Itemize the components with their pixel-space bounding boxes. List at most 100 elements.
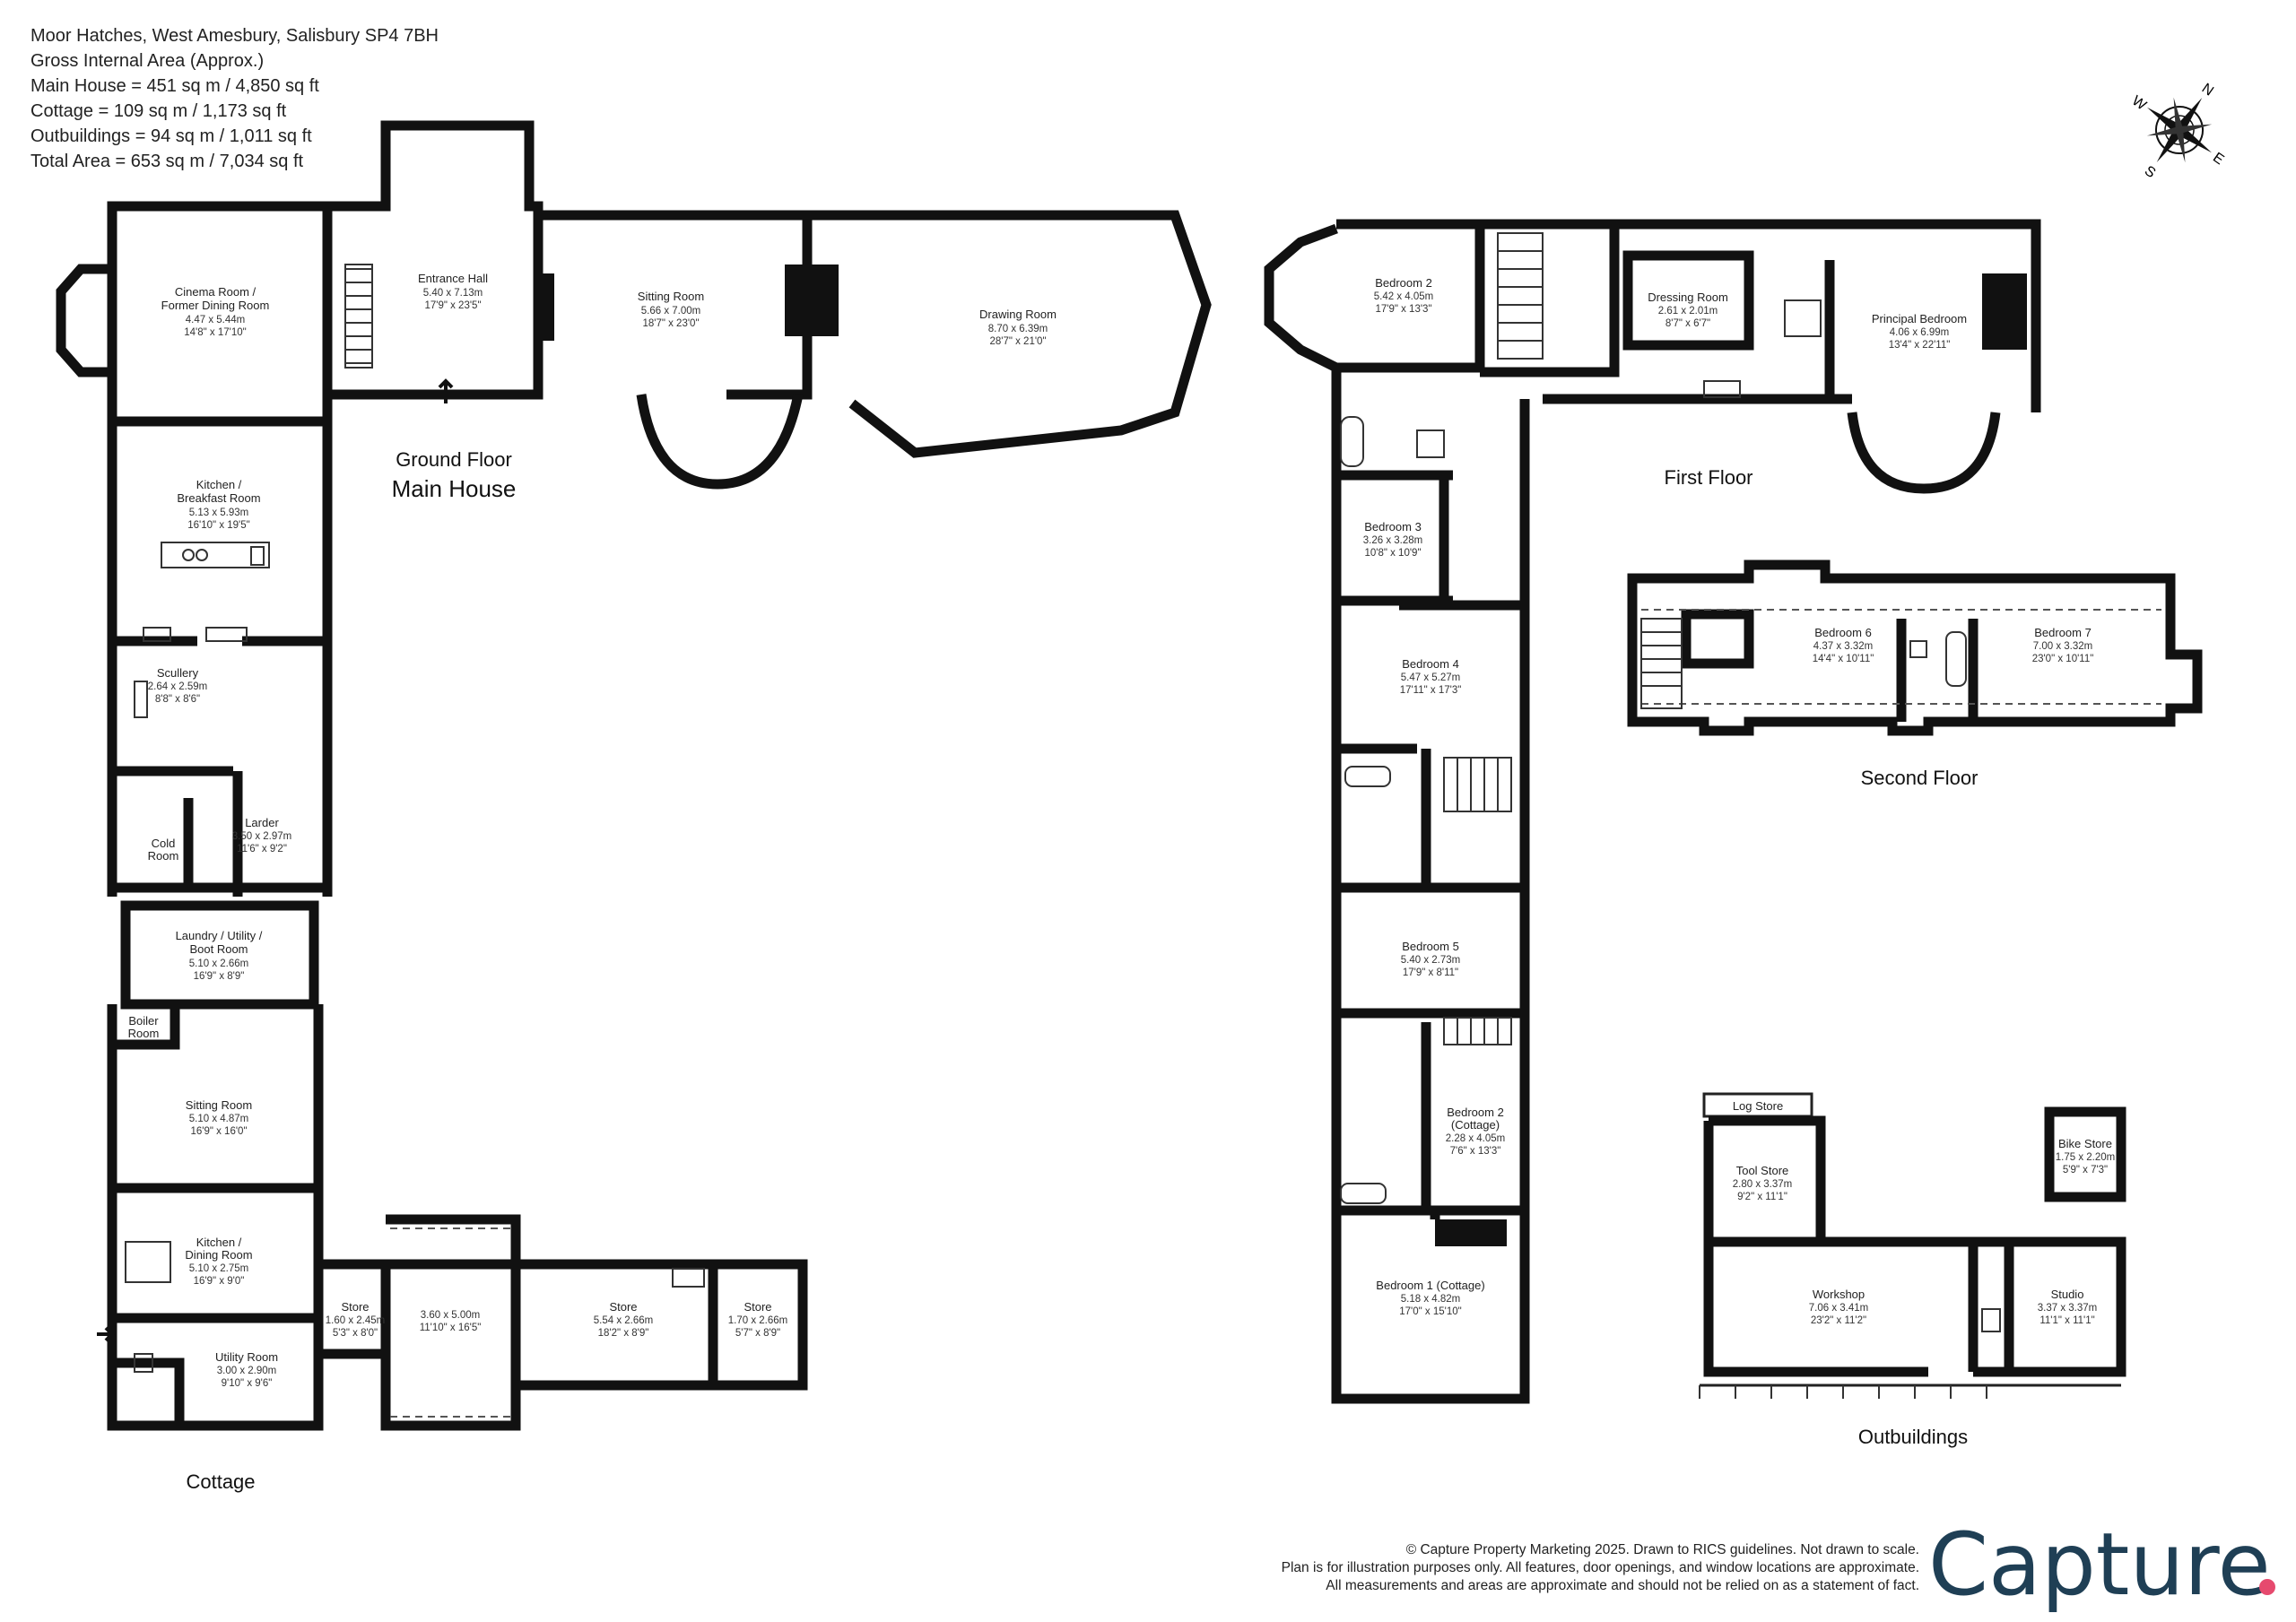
first-floor-plan — [1264, 219, 2041, 1404]
room-dimensions: 10'8" x 10'9" — [1364, 548, 1421, 559]
room-name: Boot Room — [189, 942, 248, 956]
room-dimensions: 5.40 x 2.73m — [1401, 955, 1460, 966]
room-name: Store — [744, 1300, 771, 1314]
room-bedroom-3: Bedroom 3 3.26 x 3.28m 10'8" x 10'9" — [1363, 520, 1422, 559]
room-dimensions: 11'10" x 16'5" — [420, 1323, 482, 1333]
room-name: Kitchen / — [196, 478, 242, 491]
room-dimensions: 17'0" x 15'10" — [1399, 1306, 1461, 1317]
room-name: Utility Room — [215, 1350, 278, 1364]
room-bike-store: Bike Store 1.75 x 2.20m 5'9" x 7'3" — [2056, 1137, 2115, 1175]
room-dimensions: 5.13 x 5.93m — [189, 507, 248, 518]
ground-floor-plan — [56, 120, 1212, 1431]
room-dimensions: 7.06 x 3.41m — [1809, 1303, 1868, 1314]
room-bedroom-4: Bedroom 4 5.47 x 5.27m 17'11" x 17'3" — [1400, 657, 1462, 696]
room-name: Bedroom 3 — [1364, 520, 1422, 533]
room-dimensions: 18'2" x 8'9" — [598, 1328, 649, 1339]
room-laundry: Laundry / Utility / Boot Room 5.10 x 2.6… — [176, 929, 263, 982]
room-name: Store — [341, 1300, 369, 1314]
room-dimensions: 16'10" x 19'5" — [187, 520, 249, 531]
room-name: Cinema Room / — [175, 285, 257, 299]
room-dimensions: 9'2" x 11'1" — [1737, 1192, 1787, 1202]
room-dimensions: 14'8" x 17'10" — [184, 327, 246, 338]
room-name: Bedroom 2 — [1447, 1106, 1504, 1119]
room-dimensions: 4.06 x 6.99m — [1890, 327, 1949, 338]
room-dimensions: 8.70 x 6.39m — [988, 324, 1048, 334]
room-scullery: Scullery 2.64 x 2.59m 8'8" x 8'6" — [148, 666, 207, 705]
room-dimensions: 5.47 x 5.27m — [1401, 672, 1460, 683]
room-dimensions: 13'4" x 22'11" — [1889, 340, 1951, 351]
room-log-store: Log Store — [1733, 1099, 1783, 1113]
ground-floor-label: Ground Floor — [396, 448, 512, 471]
room-dimensions: 7'6" x 13'3" — [1450, 1146, 1501, 1157]
room-name: Bedroom 1 (Cottage) — [1376, 1279, 1484, 1292]
room-studio: Studio 3.37 x 3.37m 11'1" x 11'1" — [2038, 1288, 2097, 1326]
compass-e: E — [2210, 150, 2226, 168]
room-dimensions: 5.54 x 2.66m — [594, 1315, 653, 1326]
room-entrance-hall: Entrance Hall 5.40 x 7.13m 17'9" x 23'5" — [418, 272, 488, 311]
room-principal-bedroom: Principal Bedroom 4.06 x 6.99m 13'4" x 2… — [1872, 312, 1967, 351]
room-dimensions: 2.80 x 3.37m — [1733, 1179, 1792, 1190]
room-name: Room — [128, 1027, 160, 1040]
compass-rose-icon: N E S W — [2129, 81, 2227, 181]
room-dimensions: 5.42 x 4.05m — [1374, 291, 1433, 302]
room-name: Former Dining Room — [161, 299, 270, 312]
room-dimensions: 7.00 x 3.32m — [2033, 641, 2092, 652]
room-name: Laundry / Utility / — [176, 929, 263, 942]
room-name: Sitting Room — [186, 1098, 252, 1112]
compass-s: S — [2142, 163, 2158, 181]
room-name: Larder — [245, 816, 279, 829]
room-kitchen-breakfast: Kitchen / Breakfast Room 5.13 x 5.93m 16… — [177, 478, 260, 531]
room-dimensions: 1.75 x 2.20m — [2056, 1152, 2115, 1163]
room-name: Bedroom 2 — [1375, 276, 1432, 290]
room-workshop: Workshop 7.06 x 3.41m 23'2" x 11'2" — [1809, 1288, 1868, 1326]
disclaimer-line-1: © Capture Property Marketing 2025. Drawn… — [1406, 1542, 1919, 1557]
room-dimensions: 5'3" x 8'0" — [333, 1328, 378, 1339]
room-dimensions: 28'7" x 21'0" — [989, 336, 1046, 347]
room-store-b: Store 5.54 x 2.66m 18'2" x 8'9" — [594, 1300, 653, 1339]
room-bedroom-6: Bedroom 6 4.37 x 3.32m 14'4" x 10'11" — [1813, 626, 1874, 664]
main-house-label: Main House — [392, 475, 517, 502]
second-floor-plan — [1627, 559, 2203, 736]
capture-logo: Capture — [1928, 1514, 2275, 1615]
room-dimensions: 2.28 x 4.05m — [1446, 1133, 1505, 1144]
room-dimensions: 4.37 x 3.32m — [1813, 641, 1873, 652]
room-dimensions: 11'1" x 11'1" — [2039, 1315, 2094, 1326]
room-dimensions: 17'11" x 17'3" — [1400, 685, 1462, 696]
room-dressing: Dressing Room 2.61 x 2.01m 8'7" x 6'7" — [1648, 291, 1728, 329]
room-dimensions: 3.37 x 3.37m — [2038, 1303, 2097, 1314]
room-bedroom-7: Bedroom 7 7.00 x 3.32m 23'0" x 10'11" — [2032, 626, 2094, 664]
room-name: Entrance Hall — [418, 272, 488, 285]
room-name: Room — [148, 849, 179, 863]
cottage-label: Cottage — [186, 1470, 255, 1493]
room-bedroom-5: Bedroom 5 5.40 x 2.73m 17'9" x 8'11" — [1401, 940, 1460, 978]
room-dimensions: 5.10 x 2.75m — [189, 1263, 248, 1274]
room-sitting-main: Sitting Room 5.66 x 7.00m 18'7" x 23'0" — [638, 290, 704, 329]
room-name: Cold — [152, 837, 176, 850]
room-name: (Cottage) — [1451, 1118, 1500, 1132]
room-tool-store: Tool Store 2.80 x 3.37m 9'2" x 11'1" — [1733, 1164, 1792, 1202]
room-dimensions: 16'9" x 9'0" — [194, 1276, 245, 1287]
logo-dot-icon — [2259, 1579, 2275, 1595]
room-dimensions: 3.00 x 2.90m — [217, 1366, 276, 1376]
room-dimensions: 1.60 x 2.45m — [326, 1315, 385, 1326]
room-drawing: Drawing Room 8.70 x 6.39m 28'7" x 21'0" — [979, 308, 1057, 347]
room-name: Drawing Room — [979, 308, 1057, 321]
room-dimensions: 2.61 x 2.01m — [1658, 306, 1718, 317]
room-cinema: Cinema Room / Former Dining Room 4.47 x … — [161, 285, 270, 338]
room-dimensions: 1.70 x 2.66m — [728, 1315, 787, 1326]
room-dimensions: 17'9" x 23'5" — [424, 300, 481, 311]
room-name: Dining Room — [185, 1248, 252, 1262]
area-title: Gross Internal Area (Approx.) — [30, 51, 264, 71]
main-house-area: Main House = 451 sq m / 4,850 sq ft — [30, 76, 319, 96]
room-dimensions: 16'9" x 8'9" — [194, 971, 245, 982]
outbuildings-area: Outbuildings = 94 sq m / 1,011 sq ft — [30, 126, 312, 146]
room-dimensions: 5.10 x 4.87m — [189, 1114, 248, 1124]
room-dimensions: 5.66 x 7.00m — [641, 306, 700, 317]
room-dimensions: 5.18 x 4.82m — [1401, 1294, 1460, 1305]
room-bedroom-2: Bedroom 2 5.42 x 4.05m 17'9" x 13'3" — [1374, 276, 1433, 315]
property-address: Moor Hatches, West Amesbury, Salisbury S… — [30, 26, 439, 46]
room-name: Boiler — [128, 1014, 159, 1028]
logo-text: Capture — [1928, 1514, 2271, 1615]
room-kitchen-dining: Kitchen / Dining Room 5.10 x 2.75m 16'9"… — [185, 1236, 252, 1287]
room-dimensions: 5.10 x 2.66m — [189, 958, 248, 969]
